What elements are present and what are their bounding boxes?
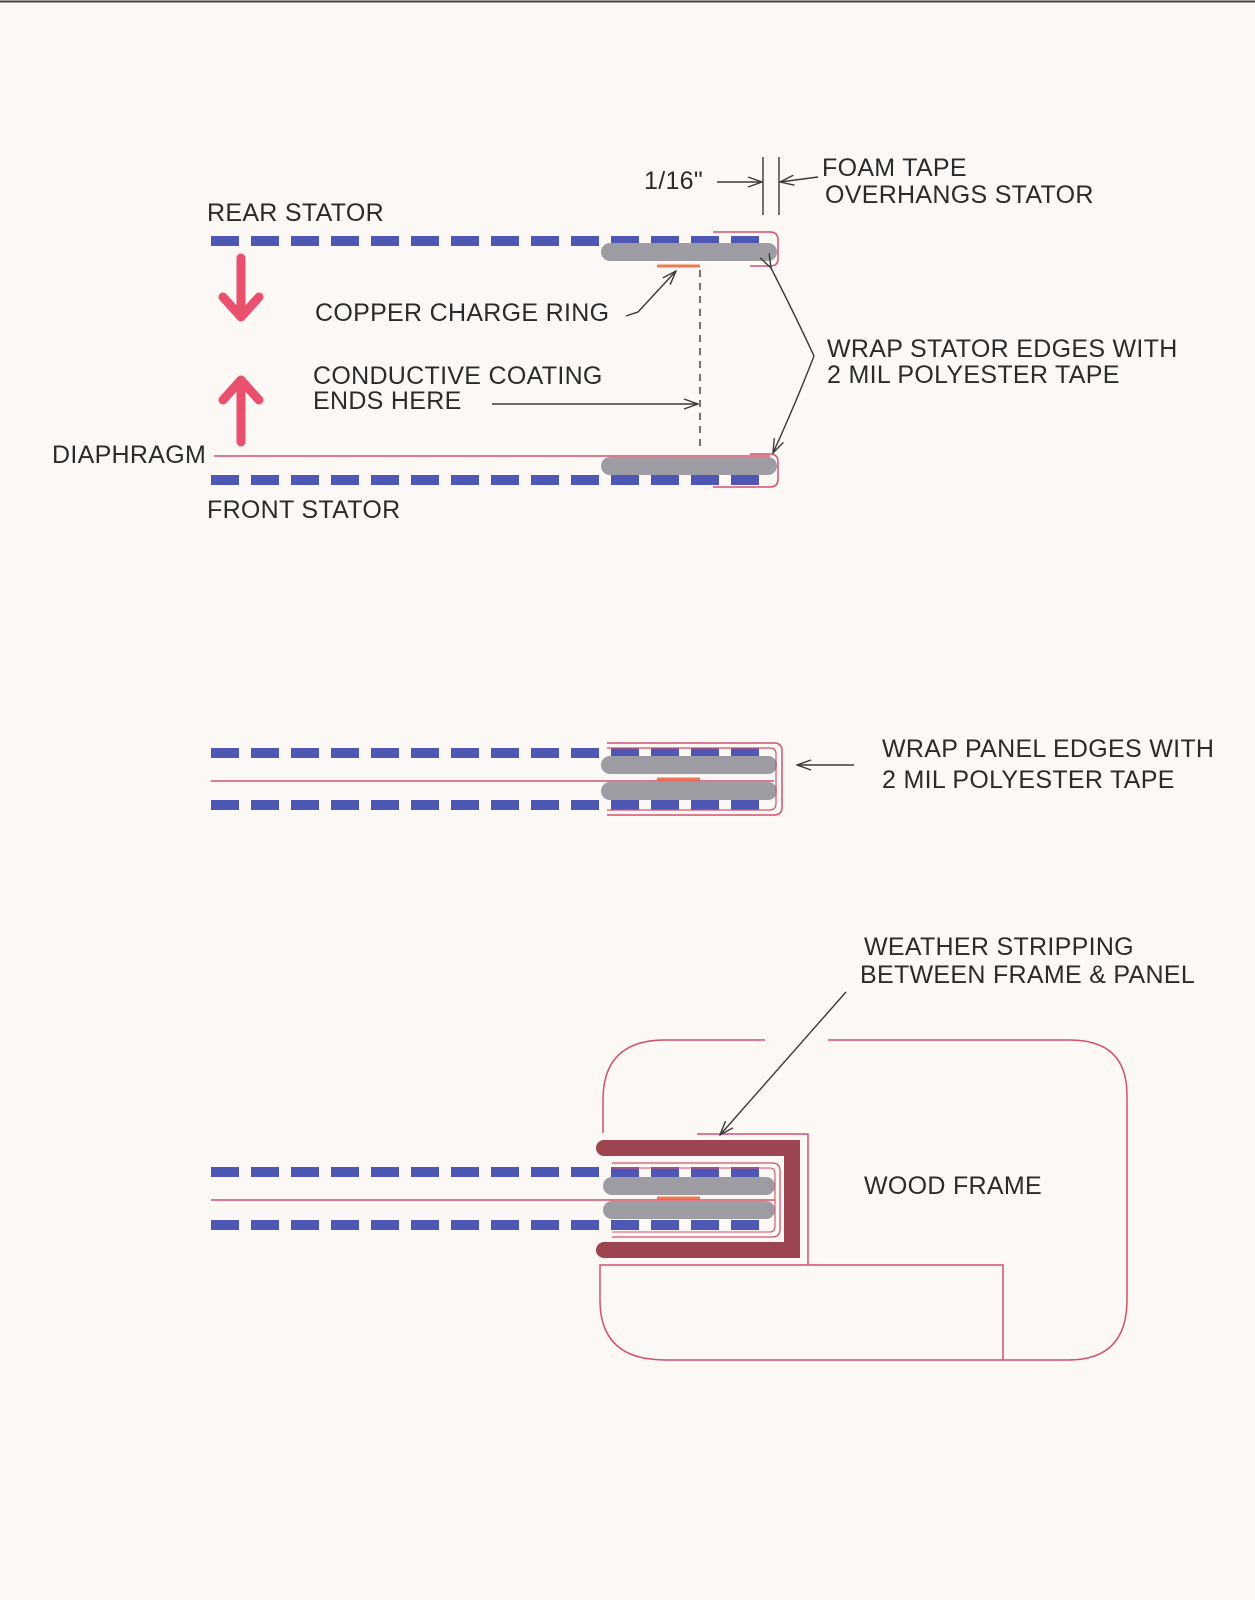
panel-tape-wrap-inner — [607, 747, 777, 811]
rear-stator-label: REAR STATOR — [207, 199, 384, 227]
panel-tape-wrap-outer — [607, 742, 783, 816]
arrow-up-icon — [218, 375, 264, 447]
frame-bottom-piece — [599, 1264, 1004, 1361]
dimension-marker — [717, 157, 819, 215]
copper-ring-leader — [625, 271, 676, 317]
foam-tape-label-line1: FOAM TAPE — [822, 154, 967, 182]
foam-tape-label-line2: OVERHANGS STATOR — [825, 181, 1094, 209]
conductive-coating-label-line2: ENDS HERE — [313, 387, 462, 415]
frame-outline-right — [828, 1039, 1128, 1361]
frame-panel-tape-wrap-inner — [612, 1167, 776, 1233]
wood-frame-label: WOOD FRAME — [864, 1172, 1042, 1200]
detail-separated-panel: 1/16" FOAM TAPE OVERHANGS STATOR REAR ST… — [52, 154, 1178, 524]
conductive-coating-label-line1: CONDUCTIVE COATING — [313, 362, 603, 390]
arrow-down-icon — [218, 253, 264, 322]
frame-panel-tape-wrap — [612, 1162, 781, 1238]
copper-ring-label: COPPER CHARGE RING — [315, 299, 609, 327]
front-stator-label: FRONT STATOR — [207, 496, 400, 524]
wrap-stator-label-line1: WRAP STATOR EDGES WITH — [827, 335, 1178, 363]
frame-top-outline-left — [602, 1039, 765, 1133]
detail-frame-mounting: WEATHER STRIPPING BETWEEN FRAME & PANEL … — [211, 933, 1195, 1361]
weather-stripping-label-line1: WEATHER STRIPPING — [864, 933, 1134, 961]
detail-assembled-panel: WRAP PANEL EDGES WITH 2 MIL POLYESTER TA… — [211, 735, 1214, 816]
weather-stripping-leader — [720, 991, 847, 1135]
rear-stator-tape-wrap — [713, 231, 779, 267]
frame-notch — [697, 1133, 809, 1265]
weather-stripping — [596, 1140, 800, 1258]
wrap-stator-leader-bottom — [773, 355, 815, 453]
wrap-panel-label-line1: WRAP PANEL EDGES WITH — [882, 735, 1214, 763]
wrap-panel-label-line2: 2 MIL POLYESTER TAPE — [882, 766, 1175, 794]
wrap-stator-label-line2: 2 MIL POLYESTER TAPE — [827, 361, 1120, 389]
dimension-label: 1/16" — [644, 167, 703, 195]
diaphragm-label: DIAPHRAGM — [52, 441, 206, 469]
weather-stripping-label-line2: BETWEEN FRAME & PANEL — [860, 961, 1195, 989]
wrap-stator-leader-top — [771, 268, 815, 357]
